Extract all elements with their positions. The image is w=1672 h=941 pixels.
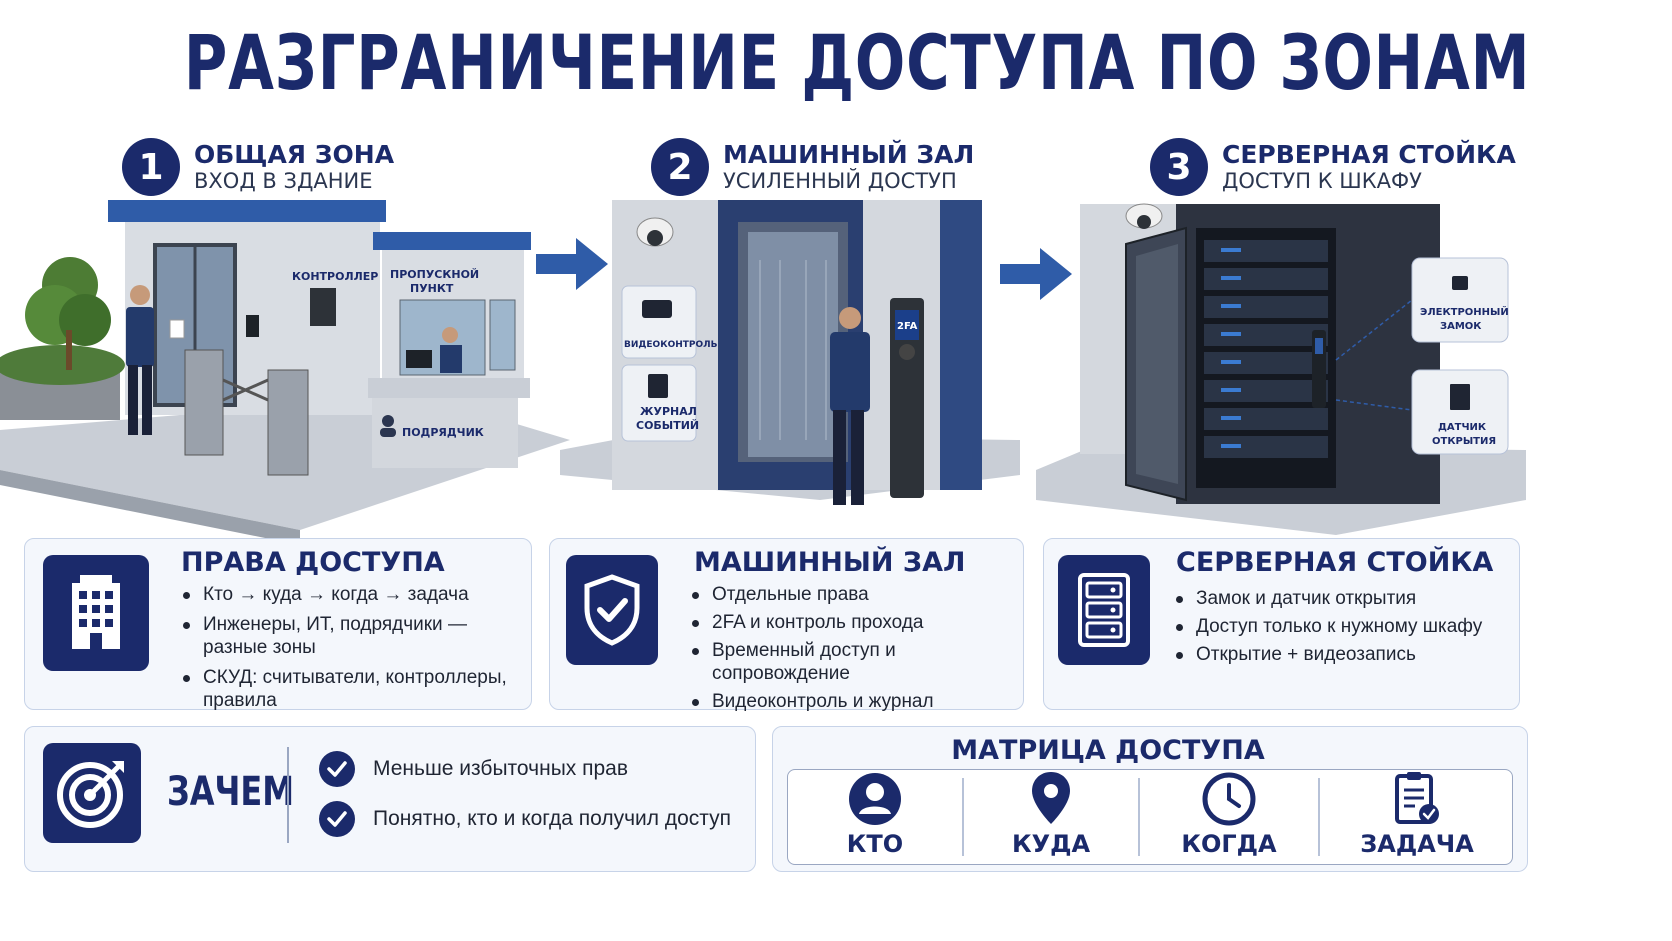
target-icon — [43, 743, 141, 843]
zone-header-1: 1 ОБЩАЯ ЗОНА ВХОД В ЗДАНИЕ — [122, 138, 394, 196]
benefit-row: Понятно, кто и когда получил доступ — [319, 801, 731, 837]
card-title: МАШИННЫЙ ЗАЛ — [694, 547, 966, 578]
zone-number-badge: 1 — [122, 138, 180, 196]
list-item: Отдельные права — [690, 583, 1015, 606]
contractor-label: ПОДРЯДЧИК — [402, 426, 484, 439]
controller-label: КОНТРОЛЛЕР — [292, 270, 378, 283]
divider — [962, 778, 964, 856]
matrix-cell-when: КОГДА — [1140, 770, 1318, 864]
list-item: Открытие + видеозапись — [1174, 643, 1514, 666]
divider — [1138, 778, 1140, 856]
card-title: СЕРВЕРНАЯ СТОЙКА — [1176, 547, 1494, 578]
list-item: Кто → куда → когда → задача — [181, 583, 521, 606]
why-title: ЗАЧЕМ — [167, 769, 295, 815]
clipboard-check-icon — [1395, 772, 1439, 824]
page-title: РАЗГРАНИЧЕНИЕ ДОСТУПА ПО ЗОНАМ — [183, 18, 1531, 107]
electronic-lock-label-2: ЗАМОК — [1440, 321, 1482, 332]
matrix-label: ЗАДАЧА — [1360, 830, 1474, 858]
fingerprint-icon — [899, 344, 915, 360]
zone-title: МАШИННЫЙ ЗАЛ — [723, 140, 975, 169]
matrix-label: КТО — [846, 830, 904, 858]
video-control-label: ВИДЕОКОНТРОЛЬ — [624, 340, 718, 350]
card-access-rights: ПРАВА ДОСТУПА Кто → куда → когда → задач… — [24, 538, 532, 711]
check-circle-icon — [319, 751, 355, 787]
list-item: Замок и датчик открытия — [1174, 587, 1514, 610]
card-title: ПРАВА ДОСТУПА — [181, 547, 445, 578]
zone-title: ОБЩАЯ ЗОНА — [194, 140, 395, 169]
clock-icon — [1202, 772, 1256, 826]
document-icon — [648, 374, 668, 398]
list-item: СКУД: считыватели, контроллеры, правила — [181, 666, 521, 712]
matrix-label: КОГДА — [1181, 830, 1277, 858]
building-icon — [43, 555, 149, 671]
camera-icon — [647, 230, 663, 246]
zone-number-badge: 3 — [1150, 138, 1208, 196]
list-item: Временный доступ и сопровождение — [690, 639, 1015, 685]
zone-header-2: 2 МАШИННЫЙ ЗАЛ УСИЛЕННЫЙ ДОСТУП — [651, 138, 974, 196]
zone-number-badge: 2 — [651, 138, 709, 196]
zone-header-3: 3 СЕРВЕРНАЯ СТОЙКА ДОСТУП К ШКАФУ — [1150, 138, 1516, 196]
door-sensor-icon — [1450, 384, 1470, 410]
matrix-grid: КТО КУДА КОГДА — [787, 769, 1513, 865]
scene-building-entrance: КОНТРОЛЛЕР ПРОПУСКНОЙ ПУНКТ ПОДРЯДЧИК — [0, 200, 570, 545]
checkpoint-label-2: ПУНКТ — [410, 282, 454, 295]
electronic-lock-label-1: ЭЛЕКТРОННЫЙ — [1420, 305, 1509, 318]
arrow-right-icon — [1000, 248, 1072, 300]
list-item: Видеоконтроль и журнал — [690, 690, 1015, 713]
list-item: Доступ только к нужному шкафу — [1174, 615, 1514, 638]
zone-subtitle: ВХОД В ЗДАНИЕ — [194, 169, 373, 193]
event-log-label-2: СОБЫТИЙ — [636, 419, 699, 432]
arrow-right-icon — [536, 238, 608, 290]
benefit-text: Понятно, кто и когда получил доступ — [373, 807, 732, 830]
open-sensor-label-1: ДАТЧИК — [1438, 422, 1487, 433]
lock-icon — [1452, 276, 1468, 290]
matrix-cell-who: КТО — [788, 770, 962, 864]
server-icon — [1058, 555, 1150, 665]
user-icon — [382, 415, 394, 427]
matrix-cell-task: ЗАДАЧА — [1320, 770, 1514, 864]
matrix-cell-where: КУДА — [964, 770, 1138, 864]
2fa-label: 2FA — [897, 321, 918, 332]
video-camera-icon — [642, 300, 672, 318]
matrix-label: КУДА — [1011, 830, 1091, 858]
zone-subtitle: ДОСТУП К ШКАФУ — [1222, 169, 1422, 193]
matrix-title: МАТРИЦА ДОСТУПА — [951, 735, 1265, 766]
card-server-rack: СЕРВЕРНАЯ СТОЙКА Замок и датчик открытия… — [1043, 538, 1520, 710]
card-why: ЗАЧЕМ Меньше избыточных прав Понятно, кт… — [24, 726, 756, 872]
card-machine-hall: МАШИННЫЙ ЗАЛ Отдельные права 2FA и контр… — [549, 538, 1024, 712]
card-bullet-list: Замок и датчик открытия Доступ только к … — [1174, 587, 1514, 671]
divider — [287, 747, 289, 843]
location-pin-icon — [1032, 772, 1070, 824]
zone-title: СЕРВЕРНАЯ СТОЙКА — [1222, 140, 1516, 169]
divider — [1318, 778, 1320, 856]
card-bullet-list: Отдельные права 2FA и контроль прохода В… — [690, 583, 1015, 718]
checkpoint-label-1: ПРОПУСКНОЙ — [390, 268, 479, 281]
card-bullet-list: Кто → куда → когда → задача Инженеры, ИТ… — [181, 583, 521, 719]
scene-server-rack: ЭЛЕКТРОННЫЙ ЗАМОК ДАТЧИК ОТКРЫТИЯ — [1036, 203, 1526, 535]
shield-check-icon — [566, 555, 658, 665]
card-access-matrix: МАТРИЦА ДОСТУПА КТО КУДА КОГДА — [772, 726, 1528, 872]
list-item: Инженеры, ИТ, подрядчики — разные зоны — [181, 613, 521, 659]
benefit-row: Меньше избыточных прав — [319, 751, 628, 787]
open-sensor-label-2: ОТКРЫТИЯ — [1432, 436, 1496, 447]
check-circle-icon — [319, 801, 355, 837]
user-icon — [849, 773, 901, 825]
list-item: 2FA и контроль прохода — [690, 611, 1015, 634]
zone-subtitle: УСИЛЕННЫЙ ДОСТУП — [723, 169, 957, 193]
scene-machine-hall: ВИДЕОКОНТРОЛЬ ЖУРНАЛ СОБЫТИЙ 2FA — [560, 200, 1020, 505]
event-log-label-1: ЖУРНАЛ — [640, 405, 697, 418]
benefit-text: Меньше избыточных прав — [373, 757, 629, 780]
